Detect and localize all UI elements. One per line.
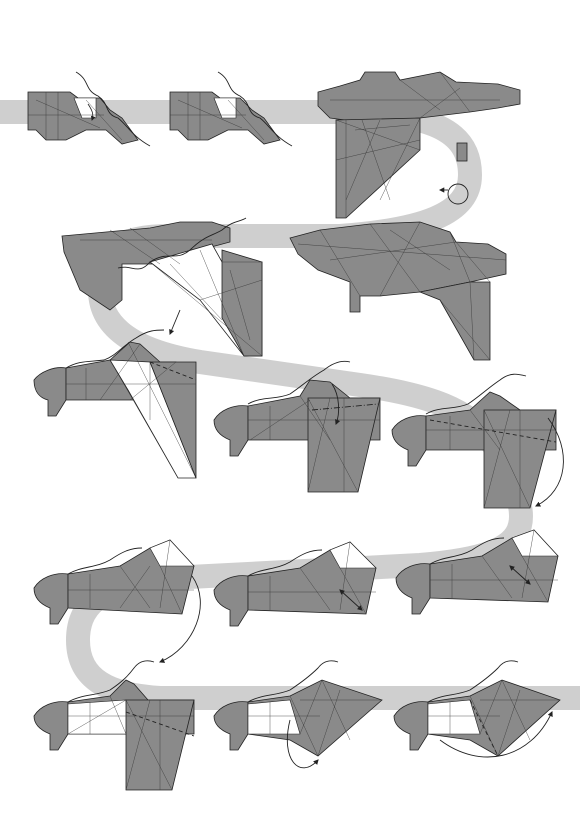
step-11-crease-lines (430, 529, 558, 603)
step-14-crease-lines (428, 679, 560, 757)
step-6-grey-panel (149, 361, 197, 479)
step-7-mountain-line (311, 403, 379, 411)
step-13-wavy-edge (247, 660, 339, 703)
step-3-head (317, 71, 521, 123)
step-13-tail (213, 701, 249, 751)
step-1-model (27, 71, 151, 147)
step-12-valley-line (125, 711, 195, 737)
step-11-white-flap (511, 529, 559, 557)
step-12-model (33, 660, 195, 791)
step-8-fold-arrow (535, 417, 564, 507)
step-9-wavy-edge (67, 547, 143, 575)
step-4-squash-arrow (169, 309, 181, 335)
step-8-wavy-edge (425, 373, 527, 415)
step-1-crease-lines (28, 92, 123, 141)
step-6-tail (33, 367, 67, 417)
step-5-hanging-flap (418, 281, 491, 361)
step-1-white-flap (73, 97, 97, 119)
step-7-wavy-edge (247, 360, 351, 405)
step-6-white-flap (109, 359, 197, 479)
turn-over-icon (447, 183, 469, 205)
step-10-crease-lines (248, 541, 376, 615)
step-10-fold-arrow (339, 589, 363, 611)
step-9-white-flap (149, 539, 195, 567)
step-14-wavy-edge (427, 660, 519, 703)
step-8-tail (391, 415, 427, 467)
step-12-tail (33, 701, 69, 751)
step-11-wavy-edge (429, 537, 505, 565)
step-11-fold-arrow (509, 565, 531, 585)
step-13-fold-arrow (286, 719, 319, 769)
step-10-white-flap (329, 541, 377, 569)
step-6-crease-lines (66, 341, 197, 479)
step-2-wavy-edge (217, 71, 293, 147)
step-13-crease-lines (248, 679, 382, 757)
step-5-model (289, 221, 507, 361)
step-2-model (169, 71, 293, 147)
step-7-crease-lines (248, 395, 380, 493)
step-9-unfold-arrow (159, 575, 201, 663)
step-9-model (33, 539, 201, 663)
step-10-model (213, 541, 377, 627)
step-9-crease-lines (68, 539, 194, 615)
step-13-body (247, 679, 383, 757)
step-12-crease-lines (67, 695, 194, 791)
step-6-valley-line (149, 361, 197, 381)
step-5-crease-lines (297, 221, 507, 361)
step-12-wavy-edge (67, 660, 155, 703)
step-10-tail (213, 575, 249, 627)
step-6-wavy-edge (65, 329, 165, 369)
step-4-grey-panel (221, 249, 263, 357)
step-7-fold-arrow (331, 383, 341, 426)
step-4-wavy-edge (117, 217, 247, 270)
step-4-model (61, 217, 263, 357)
step-2-crease-lines (170, 92, 265, 141)
step-11-model (395, 529, 559, 615)
step-3-hanging-flap (335, 117, 421, 219)
step-14-tail (393, 701, 429, 751)
step-9-tail (33, 573, 69, 625)
step-1-fold-arrow (87, 103, 96, 121)
step-14-model (393, 660, 561, 758)
step-14-valley-line (469, 699, 499, 757)
step-7-tail (213, 405, 249, 457)
step-1-wavy-edge (75, 71, 151, 147)
step-6-model (33, 329, 197, 479)
step-3-leg (456, 142, 468, 162)
step-8-valley-line (429, 419, 557, 443)
step-4-crease-lines (80, 227, 263, 357)
step-8-model (391, 373, 564, 509)
step-3-crease-lines (330, 71, 500, 218)
step-8-crease-lines (426, 409, 556, 509)
step-14-body (427, 679, 561, 757)
step-14-fold-arrow (439, 711, 553, 758)
step-13-model (213, 660, 383, 769)
step-7-model (213, 360, 381, 493)
step-10-wavy-edge (247, 549, 323, 577)
step-3-model (317, 71, 521, 219)
step-11-tail (395, 563, 431, 615)
